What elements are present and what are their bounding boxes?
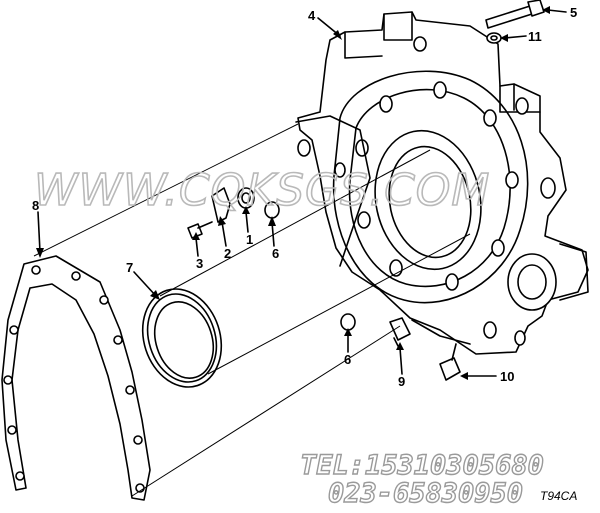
bracket-part-2: [211, 187, 231, 223]
bolt-part-10: [439, 343, 461, 381]
leader-lines: [36, 6, 567, 380]
callout-4: 4: [308, 8, 316, 23]
callout-1: 1: [246, 232, 253, 247]
drawing-code: T94CA: [540, 489, 577, 503]
washer-part-11: [486, 32, 502, 44]
assembly-lines: [33, 123, 471, 497]
bolt-part-5: [485, 0, 545, 29]
callout-3: 3: [196, 256, 203, 271]
callout-5: 5: [570, 5, 577, 20]
callout-11: 11: [528, 29, 542, 44]
callout-9: 9: [398, 374, 405, 389]
gasket-part-8: [1, 255, 151, 501]
flywheel-housing: [295, 11, 589, 355]
callout-labels: 4 5 11 8 7 1 2 3 6 6 9 10: [32, 5, 577, 389]
callout-2: 2: [224, 246, 231, 261]
telephone-text: TEL:15310305680: [300, 450, 544, 481]
phone-number-text: 023-65830950: [328, 478, 523, 509]
callout-6-upper: 6: [272, 246, 279, 261]
callout-10: 10: [500, 369, 514, 384]
watermark-text: WWW.CQKSGS.COM: [34, 165, 490, 216]
oil-seal-part-7: [141, 288, 223, 388]
callout-8: 8: [32, 198, 39, 213]
callout-7: 7: [126, 260, 133, 275]
screw-part-3: [187, 221, 213, 239]
fitting-part-9: [389, 317, 411, 347]
callout-6-lower: 6: [344, 352, 351, 367]
plug-part-6-lower: [340, 313, 356, 331]
flange-bolt-holes: [355, 81, 519, 291]
